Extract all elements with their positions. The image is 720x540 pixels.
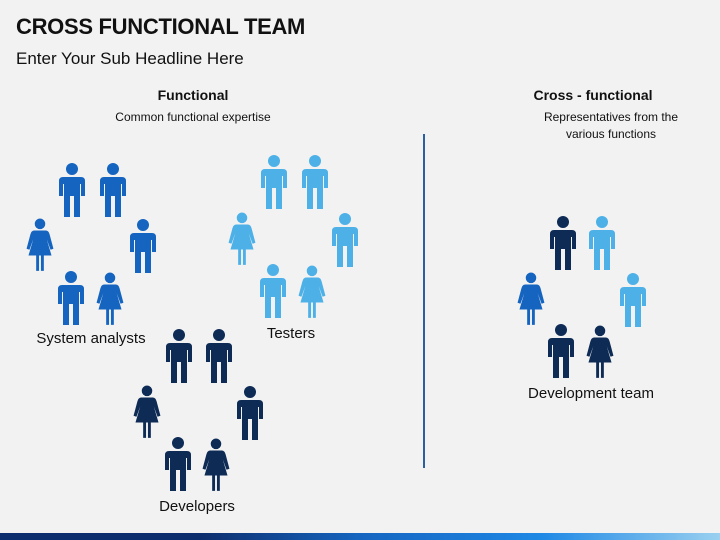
male-person-icon bbox=[237, 386, 263, 440]
page-subtitle: Enter Your Sub Headline Here bbox=[16, 49, 244, 68]
group-label-testers: Testers bbox=[266, 325, 316, 342]
cross-functional-description: Representatives from the various functio… bbox=[543, 110, 679, 141]
male-person-icon bbox=[620, 273, 646, 327]
female-person-icon bbox=[228, 212, 256, 265]
male-person-icon bbox=[261, 155, 287, 209]
male-person-icon bbox=[59, 163, 85, 217]
male-person-icon bbox=[166, 329, 192, 383]
male-person-icon bbox=[302, 155, 328, 209]
male-person-icon bbox=[332, 213, 358, 267]
female-person-icon bbox=[26, 218, 54, 271]
functional-heading: Functional bbox=[157, 87, 229, 103]
male-person-icon bbox=[260, 264, 286, 318]
female-person-icon bbox=[133, 385, 161, 438]
female-person-icon bbox=[586, 325, 614, 378]
male-person-icon bbox=[589, 216, 615, 270]
male-person-icon bbox=[206, 329, 232, 383]
male-person-icon bbox=[100, 163, 126, 217]
female-person-icon bbox=[96, 272, 124, 325]
group-label-system-analysts: System analysts bbox=[36, 330, 146, 347]
male-person-icon bbox=[130, 219, 156, 273]
male-person-icon bbox=[165, 437, 191, 491]
group-label-developers: Developers bbox=[159, 498, 235, 515]
male-person-icon bbox=[548, 324, 574, 378]
section-divider bbox=[423, 134, 425, 468]
cross-functional-heading: Cross - functional bbox=[533, 87, 653, 103]
page-title: CROSS FUNCTIONAL TEAM bbox=[16, 14, 306, 39]
male-person-icon bbox=[58, 271, 84, 325]
male-person-icon bbox=[550, 216, 576, 270]
female-person-icon bbox=[202, 438, 230, 491]
female-person-icon bbox=[517, 272, 545, 325]
footer-gradient-bar bbox=[0, 533, 720, 540]
group-label-development-team: Development team bbox=[528, 385, 654, 402]
functional-description: Common functional expertise bbox=[115, 110, 271, 124]
female-person-icon bbox=[298, 265, 326, 318]
